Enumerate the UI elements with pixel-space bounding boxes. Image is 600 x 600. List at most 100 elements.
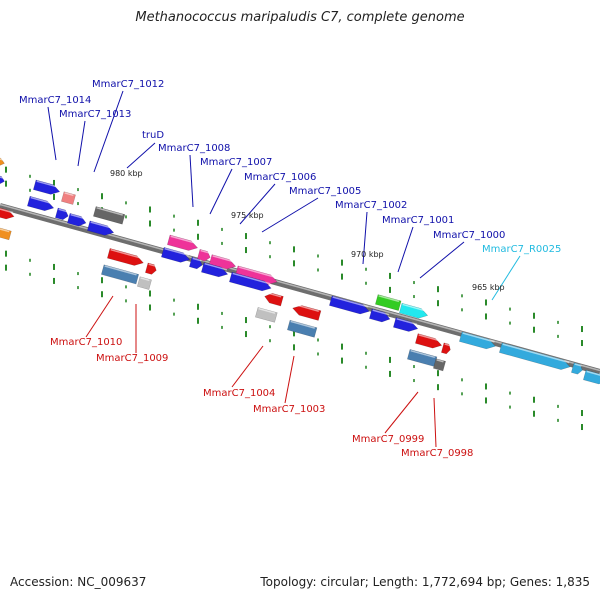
scale-tick xyxy=(533,326,535,333)
gene-label-mmarc7-0998[interactable]: MmarC7_0998 xyxy=(401,448,473,459)
scale-tick xyxy=(221,241,223,245)
gene-arrow xyxy=(209,254,237,270)
gene-highlight xyxy=(70,213,86,220)
gene-label-mmarc7-0999[interactable]: MmarC7_0999 xyxy=(352,434,424,445)
scale-tick xyxy=(509,321,511,325)
gene-label-mmarc7-1007[interactable]: MmarC7_1007 xyxy=(200,157,272,168)
gene-highlight xyxy=(148,263,156,267)
gene-shape xyxy=(393,317,419,332)
gene-arrow xyxy=(61,191,76,205)
map-title: Methanococcus maripaludis C7, complete g… xyxy=(135,10,465,25)
gene-arrow xyxy=(189,256,203,270)
gene-highlight xyxy=(290,320,315,329)
gene-highlight xyxy=(204,262,228,271)
leader-line xyxy=(126,142,156,169)
gene-highlight xyxy=(212,255,236,263)
gene-shape xyxy=(229,271,272,292)
gene-arrow xyxy=(93,206,126,225)
scale-tick xyxy=(461,378,463,382)
gene-highlight xyxy=(462,332,495,343)
leader-line xyxy=(189,154,194,208)
gene-label-mmarc7-1009[interactable]: MmarC7_1009 xyxy=(96,353,168,364)
gene-highlight xyxy=(192,257,202,262)
leader-line xyxy=(93,90,124,173)
gene-arrow xyxy=(441,342,451,355)
scale-tick xyxy=(53,193,55,200)
scale-tick xyxy=(413,281,415,285)
scale-tick xyxy=(581,326,583,333)
gene-label-mmarc7-1003[interactable]: MmarC7_1003 xyxy=(253,404,325,415)
gene-label-mmarc7-1014[interactable]: MmarC7_1014 xyxy=(19,95,91,106)
gene-features xyxy=(0,155,600,385)
kbp-label-970: 970 kbp xyxy=(351,250,384,259)
leader-line xyxy=(397,226,414,273)
gene-label-mmarc7-1005[interactable]: MmarC7_1005 xyxy=(289,186,361,197)
gene-label-trud[interactable]: truD xyxy=(142,130,164,141)
accession-label: Accession: NC_009637 xyxy=(10,575,147,589)
scale-tick xyxy=(149,290,151,297)
gene-highlight xyxy=(64,192,74,197)
gene-label-mmarc7-r0025[interactable]: MmarC7_R0025 xyxy=(482,244,561,255)
scale-ticks xyxy=(5,166,583,431)
gene-label-mmarc7-1001[interactable]: MmarC7_1001 xyxy=(382,215,454,226)
scale-tick xyxy=(5,264,7,271)
gene-arrow xyxy=(583,369,600,385)
gene-label-mmarc7-1002[interactable]: MmarC7_1002 xyxy=(335,200,407,211)
gene-arrow xyxy=(55,207,69,221)
gene-arrow xyxy=(161,247,191,263)
gene-highlight xyxy=(232,272,271,285)
gene-highlight xyxy=(396,318,418,326)
scale-tick xyxy=(149,220,151,227)
gene-arrow xyxy=(571,362,583,375)
gene-label-mmarc7-1004[interactable]: MmarC7_1004 xyxy=(203,388,275,399)
scale-tick xyxy=(101,277,103,284)
gene-highlight xyxy=(238,266,277,279)
scale-tick xyxy=(533,312,535,319)
gene-shape xyxy=(87,220,115,236)
gene-label-mmarc7-1010[interactable]: MmarC7_1010 xyxy=(50,337,122,348)
scale-tick xyxy=(173,214,175,218)
scale-tick xyxy=(509,307,511,311)
scale-tick xyxy=(173,228,175,232)
scale-tick xyxy=(5,166,7,173)
scale-tick xyxy=(77,272,79,276)
gene-shape xyxy=(201,262,229,278)
gene-label-mmarc7-1012[interactable]: MmarC7_1012 xyxy=(92,79,164,90)
gene-label-mmarc7-1000[interactable]: MmarC7_1000 xyxy=(433,230,505,241)
leader-line xyxy=(47,106,57,161)
scale-tick xyxy=(77,202,79,206)
scale-tick xyxy=(413,295,415,299)
gene-arrow xyxy=(369,308,391,323)
scale-tick xyxy=(29,272,31,276)
gene-arrow xyxy=(33,179,61,195)
scale-tick xyxy=(245,247,247,254)
gene-highlight xyxy=(332,296,369,308)
gene-arrow xyxy=(0,155,5,167)
gene-highlight xyxy=(266,292,282,298)
scale-tick xyxy=(101,193,103,200)
gene-arrow xyxy=(107,248,144,266)
gene-label-mmarc7-1013[interactable]: MmarC7_1013 xyxy=(59,109,131,120)
scale-tick xyxy=(485,397,487,404)
scale-tick xyxy=(317,254,319,258)
gene-shape xyxy=(33,179,61,195)
gene-label-mmarc7-1008[interactable]: MmarC7_1008 xyxy=(158,143,230,154)
gene-label-mmarc7-1006[interactable]: MmarC7_1006 xyxy=(244,172,316,183)
gene-shape xyxy=(369,308,391,323)
leader-line xyxy=(239,183,276,225)
gene-arrow xyxy=(499,342,571,370)
scale-tick xyxy=(269,255,271,259)
scale-tick xyxy=(125,201,127,205)
gene-arrow xyxy=(0,174,5,185)
scale-tick xyxy=(317,338,319,342)
gene-arrow xyxy=(399,302,429,319)
gene-highlight xyxy=(164,247,189,256)
scale-tick xyxy=(125,285,127,289)
gene-shape xyxy=(93,206,126,225)
gene-shape xyxy=(459,331,496,350)
leader-line xyxy=(231,345,264,388)
gene-highlight xyxy=(30,196,54,205)
gene-shape xyxy=(107,248,144,266)
leader-line xyxy=(491,255,521,301)
scale-tick xyxy=(173,312,175,316)
